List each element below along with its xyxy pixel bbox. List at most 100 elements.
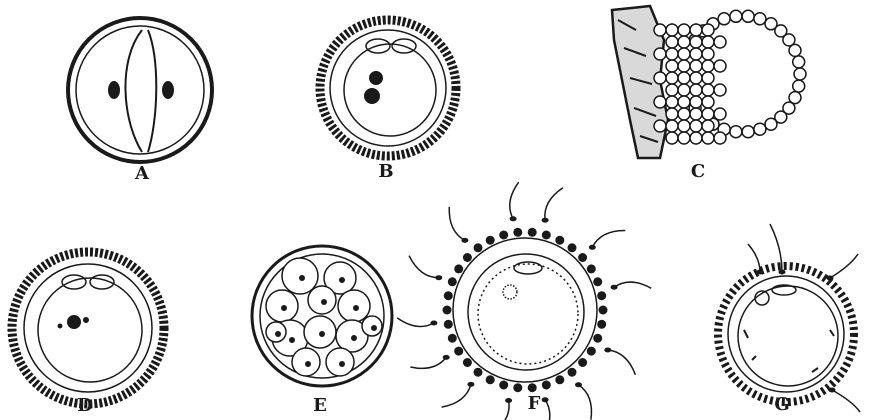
trophoblast-cell bbox=[793, 56, 805, 68]
sperm-tail bbox=[832, 390, 860, 412]
nucleus-right bbox=[163, 82, 173, 98]
follicle-cell bbox=[454, 347, 463, 356]
sperm-tail bbox=[579, 385, 592, 420]
trophoblast-cell bbox=[793, 80, 805, 92]
panel-label-c: C bbox=[691, 163, 705, 181]
inner-cell bbox=[678, 60, 690, 72]
follicle-cell bbox=[513, 383, 522, 392]
inner-cell bbox=[690, 36, 702, 48]
blastomere-nucleus bbox=[351, 335, 357, 341]
cell-membrane bbox=[344, 44, 436, 136]
trophoblast-cell bbox=[742, 126, 754, 138]
inner-cell bbox=[690, 96, 702, 108]
cleavage-line bbox=[125, 30, 142, 152]
inner-cell bbox=[666, 120, 678, 132]
follicle-cell bbox=[587, 264, 596, 273]
polar-body-1 bbox=[62, 275, 86, 289]
trophoblast-cell bbox=[730, 126, 742, 138]
inner-cell bbox=[654, 120, 666, 132]
follicle-cell bbox=[443, 306, 452, 315]
speck bbox=[59, 325, 62, 328]
trophoblast-cell bbox=[730, 10, 742, 22]
blastomere-nucleus bbox=[281, 305, 287, 311]
cell-membrane bbox=[38, 278, 142, 382]
sperm-tail bbox=[442, 384, 471, 407]
inner-cell bbox=[690, 132, 702, 144]
follicle-cell bbox=[555, 236, 564, 245]
sperm-tail bbox=[592, 230, 625, 247]
follicle-cell bbox=[499, 381, 508, 390]
inner-cell bbox=[702, 36, 714, 48]
panel-label-f: F bbox=[528, 395, 541, 413]
panel-label-g: G bbox=[774, 396, 789, 414]
follicle-cell bbox=[528, 228, 537, 237]
nucleus bbox=[503, 285, 517, 299]
blastomere-nucleus bbox=[339, 277, 345, 283]
follicle-cell bbox=[463, 253, 472, 262]
blastomere-nucleus bbox=[299, 275, 305, 281]
sperm-tail bbox=[492, 401, 509, 420]
follicle-cell bbox=[555, 375, 564, 384]
inner-cell bbox=[714, 60, 726, 72]
sperm-tail bbox=[614, 282, 651, 288]
inner-cell bbox=[714, 108, 726, 120]
follicle-cell bbox=[444, 291, 453, 300]
inner-cell bbox=[702, 72, 714, 84]
inner-cell bbox=[654, 24, 666, 36]
inner-cell bbox=[666, 48, 678, 60]
panel-d-zygote bbox=[12, 252, 164, 404]
inner-cell bbox=[666, 132, 678, 144]
follicle-cell bbox=[578, 253, 587, 262]
follicle-cell bbox=[463, 358, 472, 367]
sperm-tail bbox=[748, 244, 760, 272]
inner-cell bbox=[690, 120, 702, 132]
inner-cell bbox=[690, 24, 702, 36]
blastomere-nucleus bbox=[321, 299, 327, 305]
follicle-cell bbox=[587, 347, 596, 356]
follicle-cell bbox=[486, 375, 495, 384]
cell-marks bbox=[744, 330, 834, 372]
inner-cell bbox=[678, 132, 690, 144]
inner-cell bbox=[702, 96, 714, 108]
panel-c-implantation bbox=[612, 6, 806, 158]
inner-cell bbox=[666, 72, 678, 84]
inner-cell bbox=[654, 96, 666, 108]
follicle-cell bbox=[597, 320, 606, 329]
inner-cell bbox=[678, 84, 690, 96]
panel-label-d: D bbox=[77, 397, 93, 415]
panel-label-e: E bbox=[313, 397, 327, 415]
blastomere-nucleus bbox=[339, 361, 345, 367]
follicle-cell bbox=[444, 320, 453, 329]
inner-cell bbox=[690, 48, 702, 60]
trophoblast-cell bbox=[754, 123, 766, 135]
inner-cell bbox=[666, 96, 678, 108]
outer-membrane bbox=[68, 18, 212, 162]
inner-cell bbox=[690, 72, 702, 84]
inner-cell bbox=[702, 132, 714, 144]
sperm-head bbox=[829, 388, 836, 393]
blastomere-nucleus bbox=[305, 361, 311, 367]
inner-cell bbox=[702, 84, 714, 96]
inner-cell bbox=[678, 36, 690, 48]
sperm-tail bbox=[397, 318, 434, 327]
panel-a-two-cell bbox=[68, 18, 212, 162]
zona-pellucida bbox=[24, 264, 152, 392]
inner-cell bbox=[690, 84, 702, 96]
inner-cell bbox=[678, 120, 690, 132]
inner-cell bbox=[702, 48, 714, 60]
trophoblast-cell bbox=[718, 13, 730, 25]
follicle-cell bbox=[513, 228, 522, 237]
corona-radiata bbox=[12, 252, 164, 404]
pronucleus-1 bbox=[370, 72, 382, 84]
inner-membrane bbox=[76, 26, 204, 154]
sperm-tail bbox=[409, 256, 439, 278]
trophoblast-cell bbox=[754, 13, 766, 25]
follicle-cell bbox=[597, 291, 606, 300]
panel-f-sperm bbox=[397, 182, 651, 420]
inner-cell bbox=[678, 48, 690, 60]
sperm-tail bbox=[510, 182, 519, 219]
blastomere-nucleus bbox=[319, 331, 325, 337]
sperm-tail bbox=[449, 207, 465, 241]
zona-pellucida bbox=[468, 254, 584, 370]
